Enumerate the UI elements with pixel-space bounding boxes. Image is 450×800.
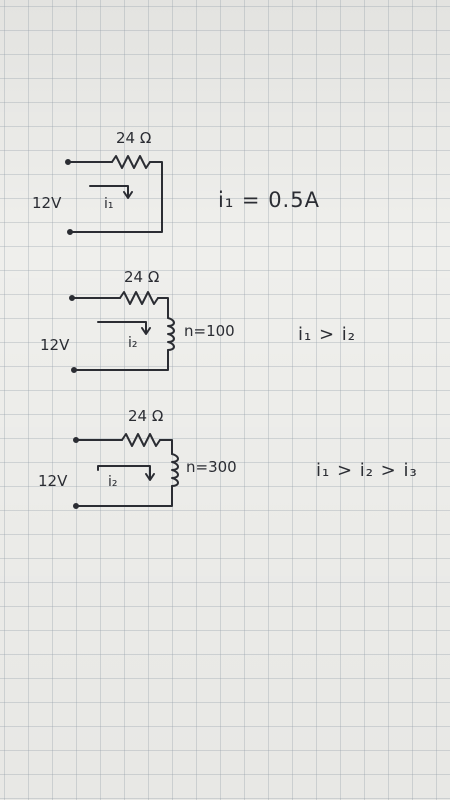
bottom-wire bbox=[73, 349, 169, 371]
current-arrowhead bbox=[141, 327, 151, 335]
current-arrowhead bbox=[145, 473, 155, 481]
resistor-symbol bbox=[119, 291, 159, 305]
voltage-label: 12V bbox=[40, 336, 70, 354]
loop-wire bbox=[69, 161, 163, 233]
current-arrow-path bbox=[97, 321, 147, 333]
inductor-symbol bbox=[171, 453, 179, 487]
inductor-symbol bbox=[167, 317, 175, 351]
resistor-label: 24 Ω bbox=[124, 268, 159, 286]
right-wire-top bbox=[157, 297, 169, 319]
current-label: i₁ bbox=[104, 196, 114, 212]
equation: i₁ > i₂ bbox=[298, 324, 356, 345]
current-label: i₂ bbox=[128, 335, 138, 351]
current-arrow-path bbox=[97, 465, 151, 479]
inductor-label: n=100 bbox=[184, 322, 235, 340]
inductor-label: n=300 bbox=[186, 458, 237, 476]
current-arrow-path bbox=[89, 185, 129, 197]
circuit-3 bbox=[73, 433, 179, 509]
current-arrowhead bbox=[123, 191, 133, 199]
equation: i₁ = 0.5A bbox=[218, 188, 320, 212]
circuit-2 bbox=[69, 291, 175, 373]
current-label: i₂ bbox=[108, 474, 118, 490]
right-wire-top bbox=[159, 439, 173, 455]
voltage-label: 12V bbox=[32, 194, 62, 212]
circuit-1 bbox=[65, 155, 163, 235]
equation: i₁ > i₂ > i₃ bbox=[316, 460, 418, 481]
bottom-wire bbox=[75, 485, 173, 507]
resistor-label: 24 Ω bbox=[128, 407, 163, 425]
resistor-symbol bbox=[111, 155, 151, 169]
resistor-label: 24 Ω bbox=[116, 129, 151, 147]
voltage-label: 12V bbox=[38, 472, 68, 490]
resistor-symbol bbox=[121, 433, 161, 447]
